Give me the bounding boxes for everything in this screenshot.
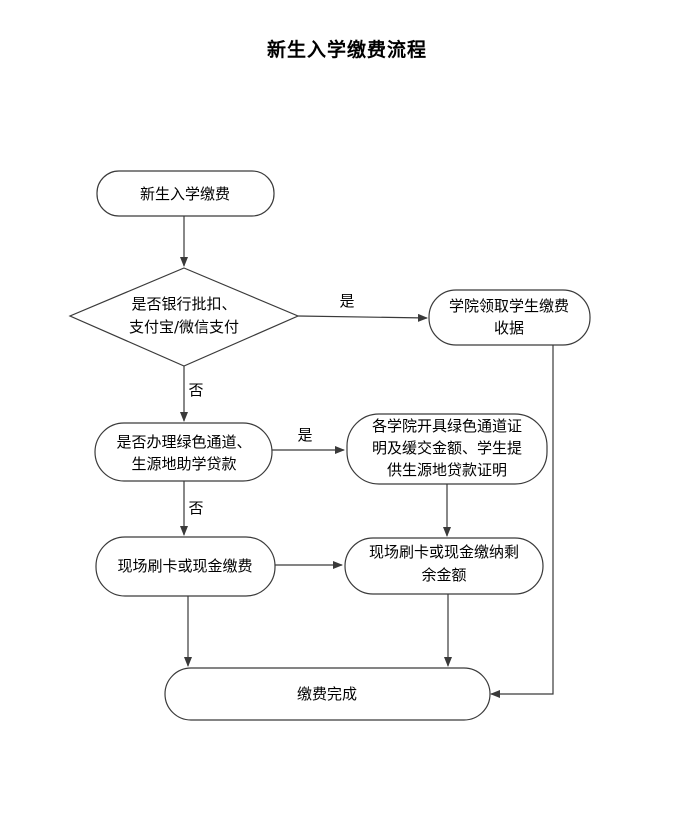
green-line3: 供生源地贷款证明 <box>387 461 507 479</box>
remaining-line1: 现场刷卡或现金缴纳剩 <box>369 543 519 561</box>
diagram-title: 新生入学缴费流程 <box>266 39 427 61</box>
onsite-pay-label: 现场刷卡或现金缴费 <box>117 557 252 575</box>
yes-label-2: 是 <box>297 426 312 444</box>
decision1-line2: 支付宝/微信支付 <box>129 318 239 336</box>
green-channel-node <box>346 413 548 485</box>
remaining-line2: 余金额 <box>421 566 466 584</box>
green-line1: 各学院开具绿色通道证 <box>372 417 522 435</box>
yes-label-1: 是 <box>339 292 354 310</box>
no-label-1: 否 <box>188 381 203 399</box>
arrow-receipt-to-done <box>490 342 554 698</box>
decision1-line1: 是否银行批扣、 <box>131 295 236 313</box>
green-line2: 明及缓交金额、学生提 <box>372 439 522 457</box>
onsite-pay-node <box>95 536 276 597</box>
done-label: 缴费完成 <box>297 685 357 703</box>
college-receipt-node <box>428 289 591 346</box>
receipt-line2: 收据 <box>494 319 524 337</box>
decision2-line1: 是否办理绿色通道、 <box>116 433 251 451</box>
decision2-line2: 生源地助学贷款 <box>131 455 236 473</box>
arrow-decision1-yes <box>297 313 428 322</box>
start-label: 新生入学缴费 <box>140 185 230 203</box>
decision-green-channel <box>94 422 273 482</box>
receipt-line1: 学院领取学生缴费 <box>449 297 569 315</box>
start-node <box>96 170 275 217</box>
done-node <box>164 667 491 721</box>
pay-remaining-node <box>344 537 544 595</box>
no-label-2: 否 <box>188 499 203 517</box>
decision-payment-method <box>68 267 300 367</box>
